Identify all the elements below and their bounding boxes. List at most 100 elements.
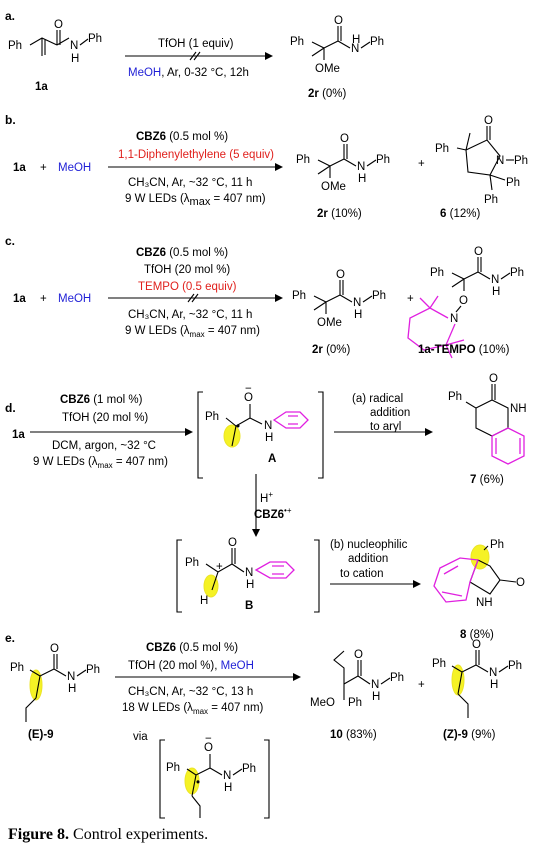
atom-h: H	[71, 53, 79, 65]
atom-o: O	[472, 639, 481, 651]
catalyst-cbz6: CBZ6	[60, 394, 90, 406]
atom-ph: Ph	[430, 267, 444, 279]
atom-ph: Ph	[242, 763, 256, 775]
product-Z-9: (Z)-9 (9%)	[443, 729, 496, 741]
atom-o: O	[50, 643, 59, 655]
atom-h: H	[246, 579, 254, 591]
compound-10-label: 10	[330, 729, 343, 741]
structure-1a: Ph O N H Ph	[8, 19, 102, 65]
path-b-line2: addition	[348, 553, 388, 565]
atom-ph: Ph	[348, 697, 362, 709]
atom-o: O	[204, 742, 213, 754]
atom-h: H	[372, 691, 380, 703]
compound-7-label: 7	[470, 474, 476, 486]
path-a-line2: addition	[370, 407, 410, 419]
compound-1a-tempo-label: 1a-TEMPO	[418, 344, 476, 356]
yield-2r-a: (0%)	[322, 88, 346, 100]
yield-2r-c: (0%)	[326, 344, 350, 356]
panel-d: d. 1a CBZ6 (1 mol %) TfOH (20 mol %) DCM…	[5, 373, 527, 641]
product-2r-c: 2r (0%)	[312, 344, 351, 356]
panel-d-label: d.	[5, 401, 16, 415]
atom-ph: Ph	[432, 658, 446, 670]
cond-e-4-sub: max	[193, 707, 208, 716]
cond-e-4b: = 407 nm)	[208, 702, 263, 714]
cond-b-4: 9 W LEDs (λmax = 407 nm)	[125, 193, 266, 208]
panel-a: a. Ph O N H Ph 1a TfOH (1 equiv) MeOH, A…	[5, 9, 384, 100]
atom-o: O	[228, 537, 237, 549]
structure-1a-tempo: Ph O N H Ph O N	[407, 246, 524, 359]
yield-7: (6%)	[480, 474, 504, 486]
atom-h: H	[358, 173, 366, 185]
compound-2r-label: 2r	[317, 208, 328, 220]
cond-d-4-sub: max	[98, 461, 113, 470]
atom-ph: Ph	[88, 33, 102, 45]
proton: H	[260, 493, 268, 505]
plus-sign: +	[418, 158, 425, 170]
atom-ome: OMe	[321, 181, 346, 193]
cond-c-5: 9 W LEDs (λmax = 407 nm)	[125, 325, 260, 339]
atom-ome: OMe	[317, 317, 342, 329]
cond-c-1: CBZ6 (0.5 mol %)	[136, 247, 228, 259]
product-10: 10 (83%)	[330, 729, 377, 741]
catalyst-cbz6: CBZ6	[136, 131, 166, 143]
charge-plus: +	[216, 561, 223, 573]
atom-ph: Ph	[166, 762, 180, 774]
cond-d-4b: = 407 nm)	[113, 456, 168, 468]
charge-minus: −	[205, 733, 212, 745]
cond-e-1-rest: (0.5 mol %)	[176, 642, 238, 654]
product-2r-b: 2r (10%)	[317, 208, 362, 220]
atom-ph: Ph	[10, 662, 24, 674]
atom-n: N	[353, 297, 361, 309]
reagent-meoh: MeOH	[58, 293, 91, 305]
cond-d-2: TfOH (20 mol %)	[62, 412, 148, 424]
product-8: 8 (8%)	[460, 629, 494, 641]
cond-d-4a: 9 W LEDs (λ	[33, 456, 98, 468]
figure-caption: Figure 8. Control experiments.	[8, 826, 208, 844]
panel-e: e. Ph O N H Ph (E)-9 CBZ6 (0.5 mol %) Tf…	[5, 631, 522, 819]
plus-sign: +	[407, 293, 414, 305]
atom-ph: Ph	[508, 660, 522, 672]
atom-o: O	[474, 246, 483, 258]
atom-o: O	[459, 295, 468, 307]
cond-b-1: CBZ6 (0.5 mol %)	[136, 131, 228, 143]
compound-1a-label: 1a	[13, 162, 26, 174]
catalyst-cbz6: CBZ6	[146, 642, 176, 654]
atom-o: O	[516, 577, 525, 589]
atom-n: N	[371, 679, 379, 691]
panel-c-label: c.	[5, 234, 15, 248]
panel-b-label: b.	[5, 113, 16, 127]
atom-ph: Ph	[435, 143, 449, 155]
reagent-meoh: MeOH	[58, 162, 91, 174]
path-b-line3: to cation	[340, 568, 383, 580]
cond-b-4-sub: max	[190, 196, 211, 208]
cond-b-4a: 9 W LEDs (λ	[125, 193, 190, 205]
compound-1a-label: 1a	[13, 293, 26, 305]
atom-n: N	[245, 567, 253, 579]
atom-n: N	[489, 667, 497, 679]
compound-2r-label: 2r	[312, 344, 323, 356]
cond-c-1-rest: (0.5 mol %)	[166, 247, 228, 259]
atom-ph: Ph	[8, 40, 22, 52]
atom-ph: Ph	[292, 290, 306, 302]
structure-6: Ph O N Ph Ph Ph	[435, 115, 528, 206]
atom-o: O	[340, 133, 349, 145]
figure-number: Figure 8.	[8, 826, 70, 843]
cond-e-1: CBZ6 (0.5 mol %)	[146, 642, 238, 654]
atom-n: N	[496, 155, 504, 167]
atom-o: O	[244, 392, 253, 404]
cond-c-3: TEMPO (0.5 equiv)	[138, 281, 237, 293]
atom-ph: Ph	[390, 672, 404, 684]
atom-h: H	[490, 679, 498, 691]
atom-o: O	[489, 373, 498, 385]
cond-e-4a: 18 W LEDs (λ	[122, 702, 193, 714]
cond-a-bottom: MeOH, Ar, 0-32 °C, 12h	[128, 67, 249, 79]
atom-o: O	[354, 649, 363, 661]
panel-a-label: a.	[5, 9, 15, 23]
yield-8: (8%)	[470, 629, 494, 641]
down-cond-2: CBZ6•+	[254, 506, 292, 521]
cond-c-4: CH₃CN, Ar, ~32 °C, 11 h	[128, 309, 252, 321]
catalyst-cbz6: CBZ6	[136, 247, 166, 259]
product-2r-a: 2r (0%)	[308, 88, 347, 100]
yield-1a-tempo: (10%)	[479, 344, 510, 356]
